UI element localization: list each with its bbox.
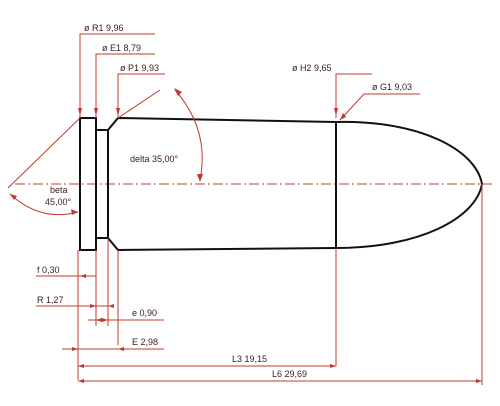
p1-diameter-label: ø P1 9,93 <box>120 63 159 73</box>
e1-diameter-label: ø E1 8,79 <box>102 43 141 53</box>
l6-dimension <box>78 379 482 383</box>
e-dimension <box>88 318 164 322</box>
beta-angle-label-line1: beta <box>50 185 68 195</box>
h2-diameter-label: ø H2 9,65 <box>292 63 332 73</box>
diameter-callouts <box>78 33 420 121</box>
E-dimension <box>62 347 164 351</box>
beta-angle-label-line2: 45,00° <box>45 197 72 207</box>
e-dimension-label: e 0,90 <box>132 308 157 318</box>
l3-dimension-label: L3 19,15 <box>232 354 267 364</box>
r-dimension-label: R 1,27 <box>37 295 64 305</box>
E-dimension-label: E 2,98 <box>132 337 158 347</box>
l3-dimension <box>78 364 336 368</box>
delta-angle-marker <box>117 88 203 182</box>
r-dimension <box>36 304 114 308</box>
r1-diameter-label: ø R1 9,96 <box>84 23 124 33</box>
delta-angle-label: delta 35,00° <box>130 154 179 164</box>
l6-dimension-label: L6 29,69 <box>272 369 307 379</box>
f-dimension-label: f 0,30 <box>37 265 60 275</box>
extension-lines <box>77 184 483 385</box>
f-dimension <box>36 274 96 278</box>
g1-diameter-label: ø G1 9,03 <box>372 82 412 92</box>
beta-angle-marker <box>7 117 81 216</box>
